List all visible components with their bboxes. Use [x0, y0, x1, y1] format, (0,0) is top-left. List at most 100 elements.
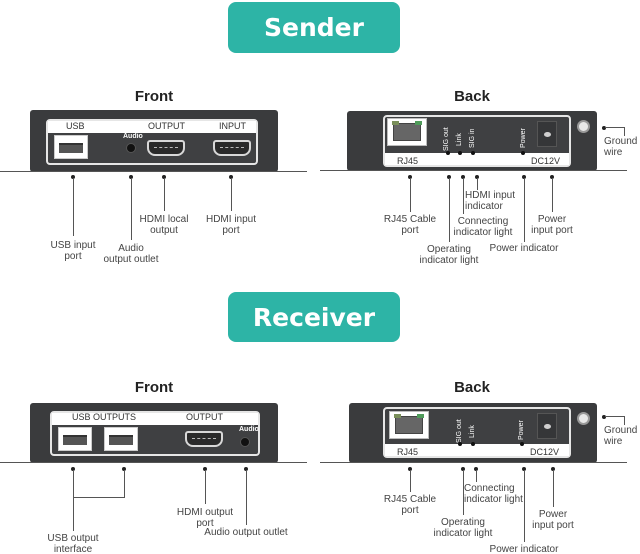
- callout-line: [624, 416, 625, 425]
- callout-dot: [203, 467, 207, 471]
- callout-line: [624, 127, 625, 136]
- usb-output-port-2: [104, 427, 138, 451]
- sender-back-baseline: [320, 170, 627, 171]
- receiver-front-baseline: [0, 462, 307, 463]
- callout-dot: [71, 175, 75, 179]
- callout-dot: [408, 175, 412, 179]
- output-label: OUTPUT: [148, 121, 185, 131]
- callout-power-indicator: Power indicator: [489, 544, 559, 554]
- sender-back-device: RJ45 SIG out Link SIG in Power DC12V: [347, 111, 597, 171]
- receiver-badge: Receiver: [228, 292, 400, 342]
- callout-dot: [229, 175, 233, 179]
- callout-dot: [602, 415, 606, 419]
- sig-in-led: [471, 151, 475, 155]
- callout-dot: [522, 175, 526, 179]
- callout-dot: [408, 467, 412, 471]
- callout-line: [246, 470, 247, 525]
- receiver-back-device: RJ45 SIG out Link Power DC12V: [349, 403, 597, 463]
- power-label: Power: [520, 128, 527, 148]
- sig-in-label: SIG in: [469, 128, 476, 148]
- output-label: OUTPUT: [186, 412, 223, 422]
- receiver-back-baseline: [320, 462, 627, 463]
- callout-line: [124, 470, 125, 497]
- usb-output-port-1: [58, 427, 92, 451]
- audio-jack: [240, 437, 250, 447]
- dc12v-label: DC12V: [530, 447, 560, 457]
- callout-line: [205, 470, 206, 504]
- receiver-badge-label: Receiver: [252, 302, 376, 332]
- sender-front-baseline: [0, 171, 307, 172]
- callout-line: [463, 178, 464, 214]
- callout-line: [231, 178, 232, 211]
- sig-out-label: SIG out: [456, 419, 463, 443]
- callout-dot: [474, 467, 478, 471]
- receiver-front-title: Front: [134, 379, 174, 396]
- dc-power-jack: [537, 413, 557, 439]
- callout-line: [605, 416, 625, 417]
- dc12v-label: DC12V: [531, 156, 561, 166]
- callout-line: [463, 470, 464, 515]
- link-led: [458, 151, 462, 155]
- input-label: INPUT: [219, 121, 246, 131]
- callout-line: [410, 178, 411, 212]
- audio-label: Audio: [239, 426, 259, 433]
- usb-port: [54, 135, 88, 159]
- callout-dot: [551, 467, 555, 471]
- audio-jack: [126, 143, 136, 153]
- callout-line: [410, 470, 411, 492]
- callout-dot: [602, 126, 606, 130]
- callout-line: [73, 470, 74, 531]
- hdmi-output-port: [147, 140, 185, 156]
- callout-line: [524, 470, 525, 542]
- callout-dot: [461, 175, 465, 179]
- callout-audio-output-outlet: Audio output outlet: [204, 527, 288, 538]
- sig-out-led: [458, 442, 462, 446]
- callout-dot: [475, 175, 479, 179]
- callout-dot: [162, 175, 166, 179]
- callout-line: [524, 178, 525, 242]
- callout-dot: [447, 175, 451, 179]
- callout-line: [552, 178, 553, 212]
- callout-dot: [550, 175, 554, 179]
- callout-dot: [461, 467, 465, 471]
- rj45-port: [389, 411, 429, 439]
- sender-back-title: Back: [454, 88, 490, 105]
- power-led: [521, 151, 525, 155]
- callout-dot: [122, 467, 126, 471]
- callout-line: [73, 178, 74, 236]
- audio-label: Audio: [123, 133, 143, 140]
- callout-line: [449, 178, 450, 242]
- rj45-port: [387, 118, 427, 146]
- sig-out-label: SIG out: [443, 127, 450, 151]
- rj45-label: RJ45: [397, 447, 419, 457]
- link-label: Link: [469, 425, 476, 438]
- rj45-label: RJ45: [397, 156, 419, 166]
- sender-badge: Sender: [228, 2, 400, 53]
- callout-line: [605, 127, 625, 128]
- sender-badge-label: Sender: [264, 13, 364, 42]
- callout-line: [477, 178, 478, 190]
- usb-label: USB: [66, 121, 85, 131]
- sender-front-device: USB OUTPUT INPUT Audio: [30, 110, 278, 172]
- ground-screw: [577, 412, 590, 425]
- hdmi-output-port: [185, 431, 223, 447]
- callout-line: [131, 178, 132, 240]
- receiver-front-device: USB OUTPUTS OUTPUT Audio: [30, 403, 278, 463]
- callout-dot: [244, 467, 248, 471]
- power-label: Power: [518, 420, 525, 440]
- callout-power-indicator: Power indicator: [489, 243, 559, 254]
